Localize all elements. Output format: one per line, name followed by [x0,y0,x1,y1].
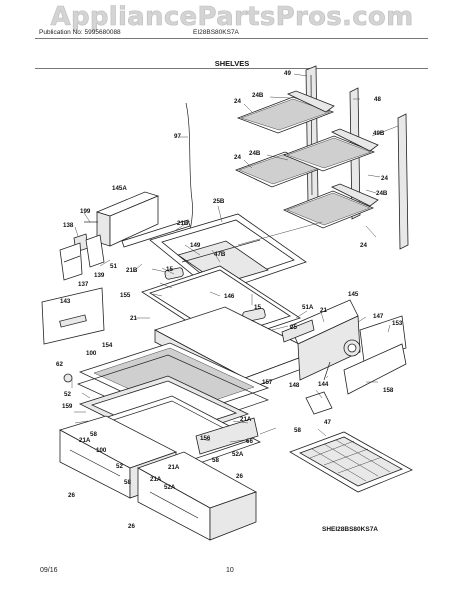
glass-shelf-24-bottom [282,183,379,229]
callout-24-2: 24 [234,154,241,161]
callout-149: 149 [190,242,201,249]
model-number: EI28BS80KS7A [193,29,239,36]
callout-159: 148 [289,382,300,389]
callout-145a: 145A [112,185,127,192]
callout-138: 138 [63,222,74,229]
title-rule [35,68,428,69]
callout-62: 157 [262,379,273,386]
callout-139: 139 [94,272,105,279]
glass-shelf-24-mid-right [282,128,379,172]
footer-page: 10 [226,567,234,574]
callout-100-2: 156 [200,435,211,442]
callout-52-1: 159 [62,403,73,410]
bracket-51a [281,319,315,343]
callout-47b: 47B [214,251,226,258]
motor-147 [343,339,361,357]
callout-58-3: 21A [168,464,180,471]
callout-143: 143 [60,298,71,305]
plate-158 [305,391,333,415]
bracket-21b [121,219,191,248]
callout-24b-1: 24B [252,92,264,99]
watermark: AppliancePartsPros.com [50,2,414,33]
callout-156: 66 [246,438,253,445]
glass-shelf-24-top [236,90,335,134]
callout-26-1: 26 [68,492,75,499]
callout-15-2: 15 [254,304,261,311]
callout-199: 199 [80,208,91,215]
callout-24-1: 24 [234,98,241,105]
callout-21-1: 21 [130,315,137,322]
callout-153: 153 [392,320,403,327]
callout-154: 100 [86,350,97,357]
callout-148: 144 [318,381,329,388]
callout-25b: 25B [213,198,225,205]
callout-25: 154 [102,342,113,349]
panel-143 [41,287,105,345]
callout-21a-1: 58 [90,431,97,438]
callout-21b-1: 21B [177,220,189,227]
shelf-rail-49b [397,113,409,250]
callout-21-3: 25 [290,324,297,331]
leader-lines [71,73,399,443]
callout-24b-3: 24B [376,190,388,197]
callout-21-2: 21 [320,307,327,314]
bracket-139 [85,234,105,268]
callout-24-3: 24 [381,175,388,182]
callout-15-1: 15 [166,266,173,273]
callout-21b-2: 21B [126,267,138,274]
callout-144: 158 [383,387,394,394]
bracket-137 [59,242,83,281]
footer-date: 09/16 [40,567,58,574]
callout-58-1: 21A [79,437,91,444]
diagram-id: SHEI28BS80KS7A [322,526,378,533]
callout-24b-2: 24B [249,150,261,157]
callout-58-4: 21A [150,476,162,483]
clip-100-left [63,373,73,383]
callout-100-1: 62 [56,361,63,368]
section-title: SHELVES [214,59,250,68]
mesh-66 [289,431,413,493]
callout-66: 58 [294,427,301,434]
callout-97: 97 [174,133,181,140]
callout-51: 51 [110,263,117,270]
callout-24-4: 24 [360,242,367,249]
callout-52a-2: 26 [236,473,243,480]
callout-47: 21A [240,416,252,423]
callout-145: 145 [348,291,359,298]
callout-26-2: 26 [128,523,135,530]
wire-148 [323,361,331,381]
callout-157: 52 [64,391,71,398]
callout-52-2: 58 [124,479,131,486]
callout-146: 146 [224,293,235,300]
rail-156 [195,417,259,455]
shelf-rail-49 [305,65,319,205]
callout-21a-3: 52A [232,451,244,458]
publication-number: Publication No: 5995680088 [39,29,121,36]
callout-51a: 51A [302,304,314,311]
callout-52a-1: 52 [116,463,123,470]
callout-147: 147 [373,313,384,320]
callout-49: 49 [284,70,291,77]
callout-49b: 49B [373,130,385,137]
callout-21a-2: 100 [96,447,107,454]
callout-58-2: 58 [212,457,219,464]
crisper-drawer-26-right [137,451,257,541]
callout-155: 155 [120,292,131,299]
callout-48: 48 [374,96,381,103]
cover-144 [343,343,407,395]
header-rule [35,38,428,39]
callout-21a-4: 52A [164,484,176,491]
callout-137: 137 [78,281,89,288]
callout-158: 47 [324,419,331,426]
